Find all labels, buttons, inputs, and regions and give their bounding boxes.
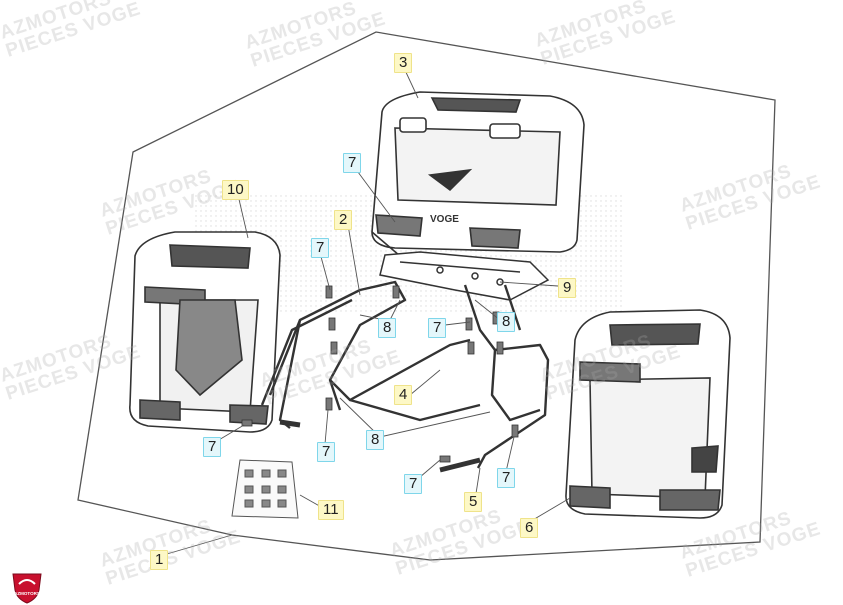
callout-1: 1 xyxy=(150,550,169,570)
callout-6: 6 xyxy=(520,518,539,538)
callout-7: 7 xyxy=(317,442,336,462)
callout-9: 9 xyxy=(558,278,577,298)
callout-7: 7 xyxy=(343,153,362,173)
left-pannier-rack xyxy=(260,280,471,429)
callout-7: 7 xyxy=(203,437,222,457)
callout-8: 8 xyxy=(497,312,516,332)
callout-8: 8 xyxy=(366,430,385,450)
left-side-case xyxy=(129,231,281,433)
right-pannier-rack xyxy=(349,284,550,473)
fasteners xyxy=(241,285,519,463)
logo-text: AZMOTORS xyxy=(14,591,40,596)
callout-7: 7 xyxy=(428,318,447,338)
callout-5: 5 xyxy=(464,492,483,512)
callout-11: 11 xyxy=(318,500,344,520)
top-case-brand-label: VOGE xyxy=(430,214,459,225)
callout-10: 10 xyxy=(222,180,249,200)
callout-3: 3 xyxy=(394,53,413,73)
azmotors-shield-logo: AZMOTORS xyxy=(12,573,42,604)
callout-7: 7 xyxy=(311,238,330,258)
hardware-kit xyxy=(231,459,299,519)
right-side-case xyxy=(565,309,731,519)
callout-7: 7 xyxy=(497,468,516,488)
top-case xyxy=(371,91,585,257)
assembly-outline xyxy=(77,31,776,561)
callout-7: 7 xyxy=(404,474,423,494)
callout-4: 4 xyxy=(394,385,413,405)
callout-8: 8 xyxy=(378,318,397,338)
leader-lines xyxy=(159,67,571,557)
callout-2: 2 xyxy=(334,210,353,230)
